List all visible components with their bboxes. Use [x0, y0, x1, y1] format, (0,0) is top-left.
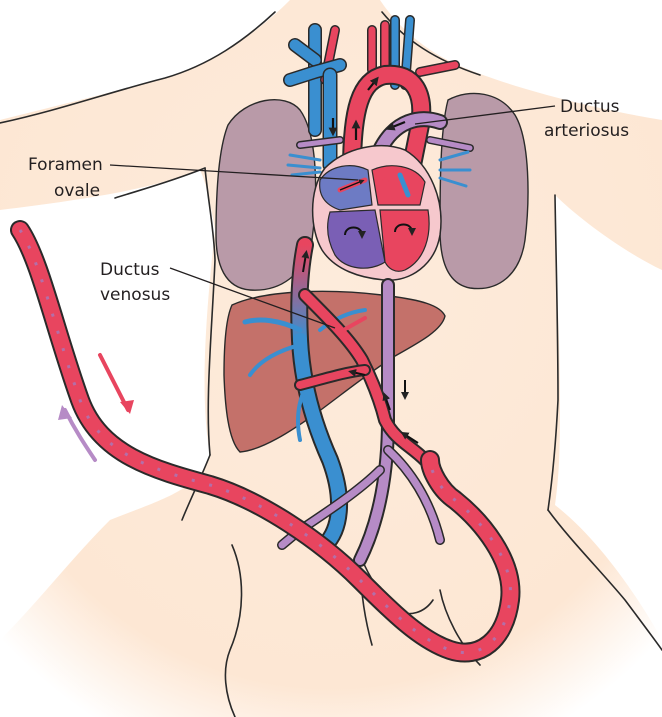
ductus-venosus-line2: venosus	[100, 285, 170, 305]
foramen-ovale-line2: ovale	[54, 181, 100, 201]
ductus-arteriosus-line2: arteriosus	[544, 121, 629, 141]
left-lung	[440, 93, 528, 288]
ductus-arteriosus-line1: Ductus	[560, 97, 620, 117]
heart	[313, 146, 441, 280]
foramen-ovale-line1: Foramen	[28, 155, 103, 175]
ductus-venosus-line1: Ductus	[100, 260, 160, 280]
